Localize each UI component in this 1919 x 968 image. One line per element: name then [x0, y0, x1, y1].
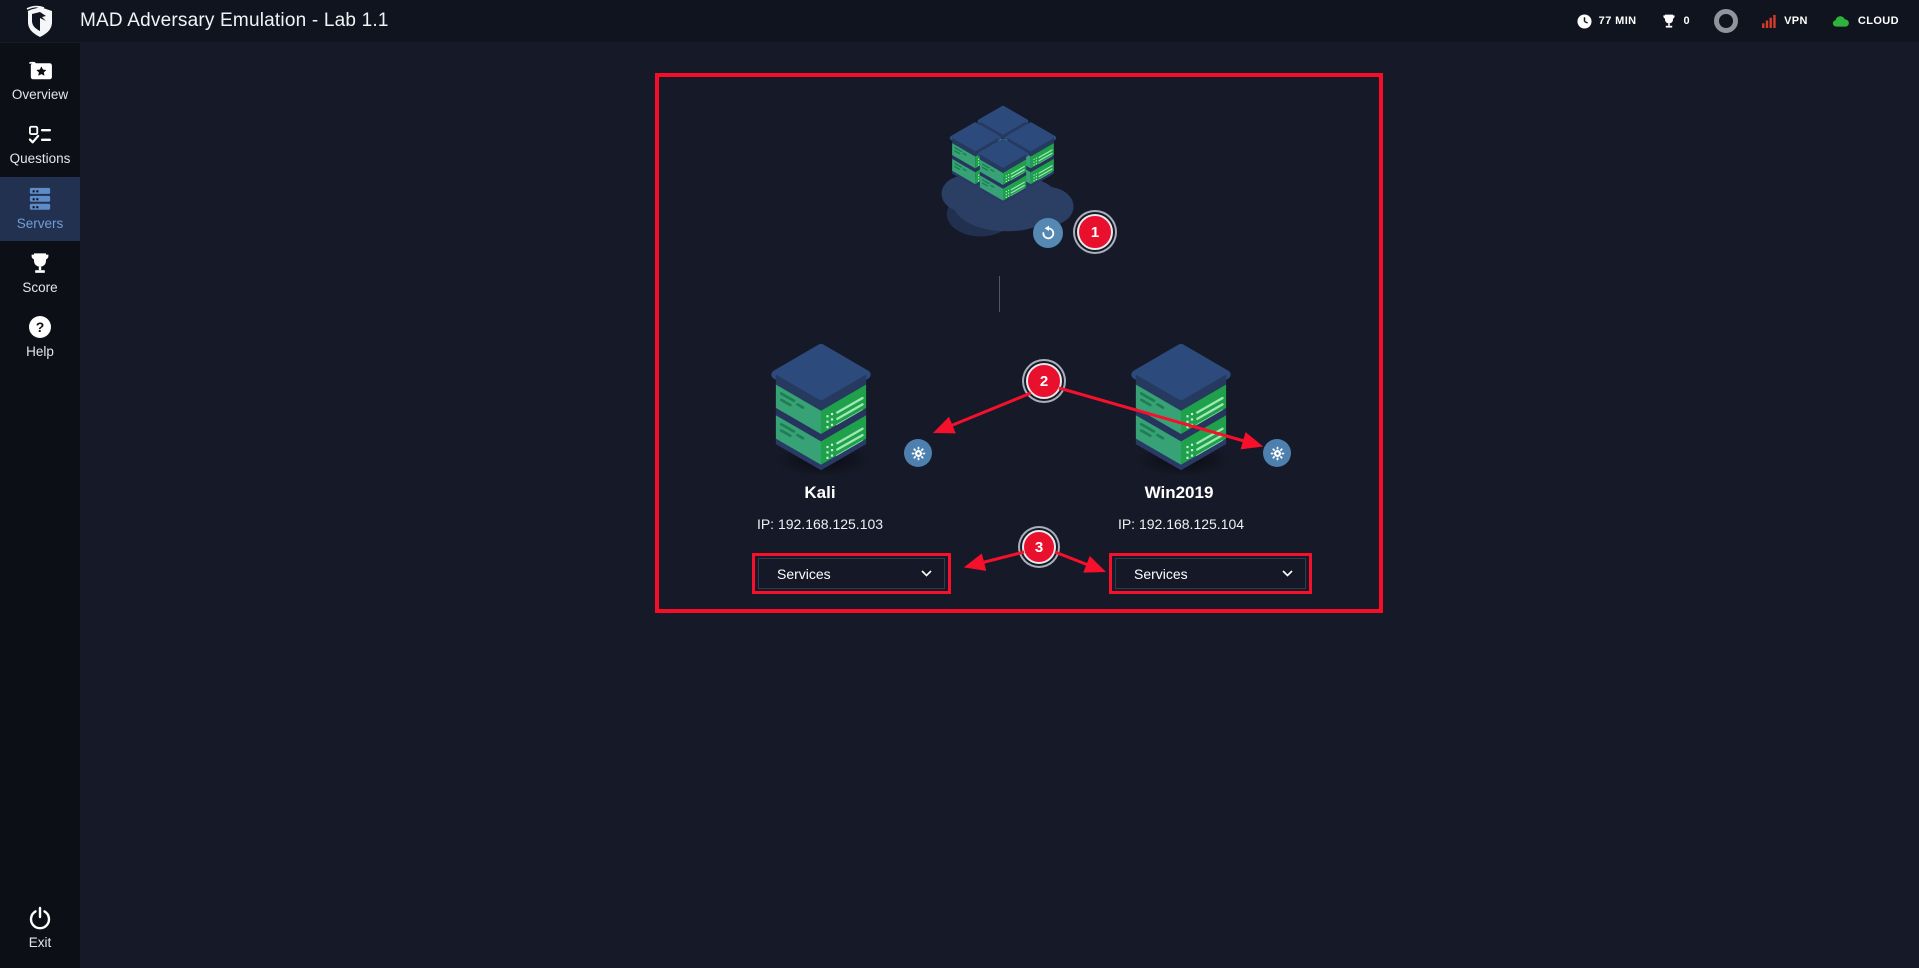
timer-label: 77 MIN [1598, 15, 1637, 27]
connector-line [999, 276, 1000, 312]
signal-bars-icon [1762, 14, 1776, 28]
cloud-label: CLOUD [1857, 15, 1899, 27]
gear-button-win2019[interactable] [1263, 439, 1291, 467]
win2019-services-dropdown[interactable]: Services [1115, 558, 1306, 589]
kali-services-dropdown[interactable]: Services [758, 558, 945, 589]
sidebar-item-questions[interactable]: Questions [0, 113, 80, 177]
vpn-label: VPN [1784, 15, 1808, 27]
svg-text:?: ? [36, 319, 45, 335]
server-win2019-name: Win2019 [1144, 483, 1214, 502]
timer-indicator: 77 MIN [1577, 13, 1637, 29]
score-count: 0 [1683, 15, 1691, 27]
avatar-spinner-ring [1714, 9, 1739, 33]
server-kali-icon[interactable] [765, 343, 877, 473]
trophy-icon [1662, 14, 1675, 28]
chevron-down-icon [921, 570, 932, 577]
sidebar-item-label: Score [22, 280, 58, 295]
sidebar: Overview Questions [0, 43, 80, 968]
power-icon [29, 906, 51, 930]
lab-topology-canvas: 1 Kali IP: 192.168.125.103 Win2019 IP: 1… [80, 43, 1919, 968]
questions-icon [28, 125, 51, 144]
annotation-step-2: 2 [1026, 363, 1062, 399]
servers-icon [29, 187, 51, 210]
cloud-cluster-icon [928, 105, 1078, 245]
annotation-step-3: 3 [1022, 530, 1056, 564]
sidebar-item-score[interactable]: Score [0, 241, 80, 305]
server-win2019-ip: IP: 192.168.125.104 [1117, 516, 1245, 532]
topbar: MAD Adversary Emulation - Lab 1.1 77 MIN… [0, 0, 1919, 43]
gear-button-kali[interactable] [904, 439, 932, 467]
sidebar-item-exit[interactable]: Exit [0, 896, 80, 960]
undo-icon [1042, 225, 1055, 240]
reset-cloud-button[interactable] [1033, 218, 1063, 248]
server-kali-name: Kali [804, 483, 836, 502]
cloud-status-icon [1832, 16, 1849, 27]
sidebar-spacer [0, 369, 80, 896]
score-indicator: 0 [1661, 13, 1691, 29]
sidebar-item-label: Questions [9, 151, 71, 166]
sidebar-item-overview[interactable]: Overview [0, 49, 80, 113]
sidebar-item-label: Help [26, 344, 54, 359]
sidebar-item-servers[interactable]: Servers [0, 177, 80, 241]
sidebar-item-label: Overview [11, 87, 69, 102]
server-win2019-icon[interactable] [1125, 343, 1237, 473]
overview-icon [29, 61, 52, 80]
cloud-status-indicator[interactable]: CLOUD [1832, 14, 1899, 28]
gear-icon [1270, 446, 1284, 460]
page-title: MAD Adversary Emulation - Lab 1.1 [80, 10, 389, 31]
vpn-indicator[interactable]: VPN [1762, 14, 1808, 28]
sidebar-item-label: Exit [28, 935, 52, 950]
sidebar-item-help[interactable]: ? Help [0, 305, 80, 369]
annotation-box-kali-services [752, 553, 951, 594]
annotation-frame [655, 73, 1383, 613]
score-trophy-icon [31, 253, 49, 273]
annotation-step-1: 1 [1077, 214, 1113, 250]
dropdown-label: Services [777, 565, 831, 582]
server-kali-ip: IP: 192.168.125.103 [756, 516, 884, 532]
sidebar-item-label: Servers [16, 216, 64, 231]
chevron-down-icon [1282, 570, 1293, 577]
dropdown-label: Services [1134, 565, 1188, 582]
help-icon: ? [29, 316, 51, 338]
annotation-box-win2019-services [1109, 553, 1312, 594]
mad-logo[interactable] [0, 0, 80, 43]
shield-bird-logo-icon [26, 5, 52, 37]
gear-icon [911, 446, 925, 460]
clock-icon [1577, 13, 1592, 29]
